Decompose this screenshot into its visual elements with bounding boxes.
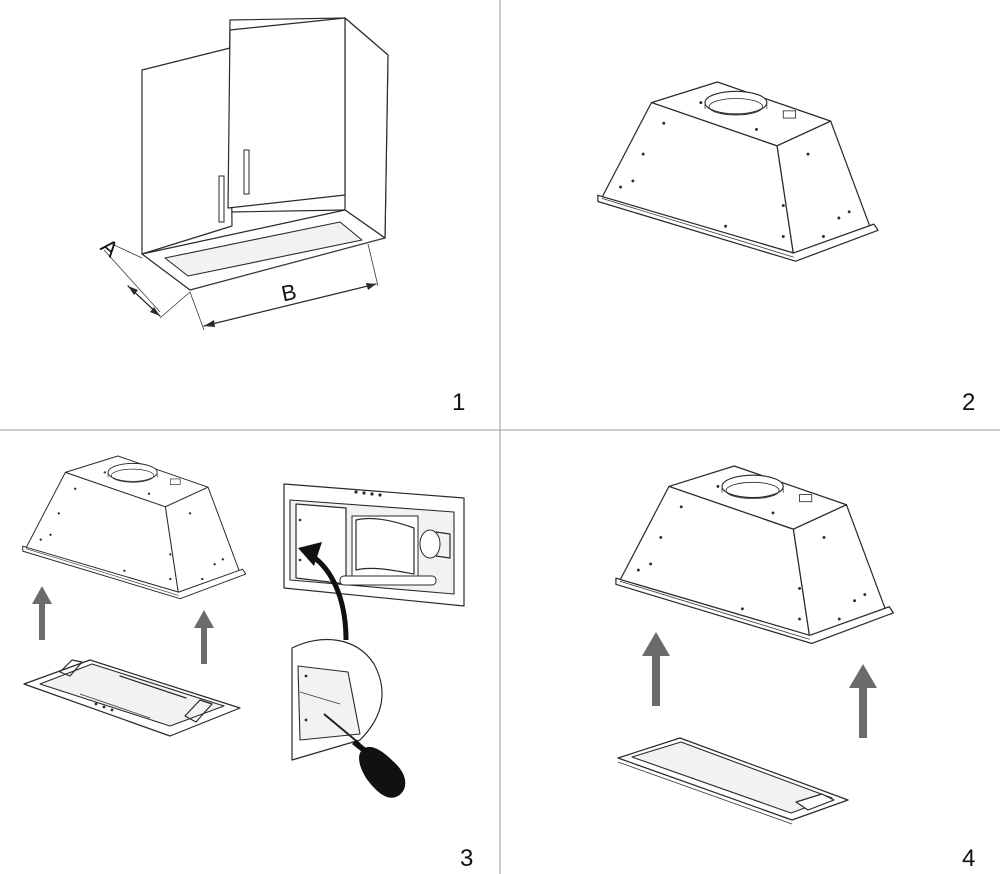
panel-4-number: 4 [962,845,975,872]
hood-unit [615,465,894,645]
filter-panel [617,737,849,825]
panel-3-filter-removal: 3 [22,455,473,872]
panel-2-number: 2 [962,389,975,416]
up-arrow-icon [849,664,877,738]
panel-3-number: 3 [460,845,473,872]
filter-panel [23,659,241,737]
screwdriver [323,713,406,798]
dimension-b-label: B [279,279,299,307]
magnified-detail [291,638,383,761]
hood-unit-small [22,455,247,600]
panel-4-filter-install: 4 [615,465,975,872]
curved-arrow-icon [298,542,349,641]
up-arrow-icon [194,610,214,664]
panel-1-cabinet: A B 1 [96,17,465,416]
panel-2-hood: 2 [597,81,975,416]
panel-1-number: 1 [452,389,465,416]
up-arrow-icon [32,586,52,640]
up-arrow-icon [642,632,670,706]
hood-unit [597,81,879,262]
